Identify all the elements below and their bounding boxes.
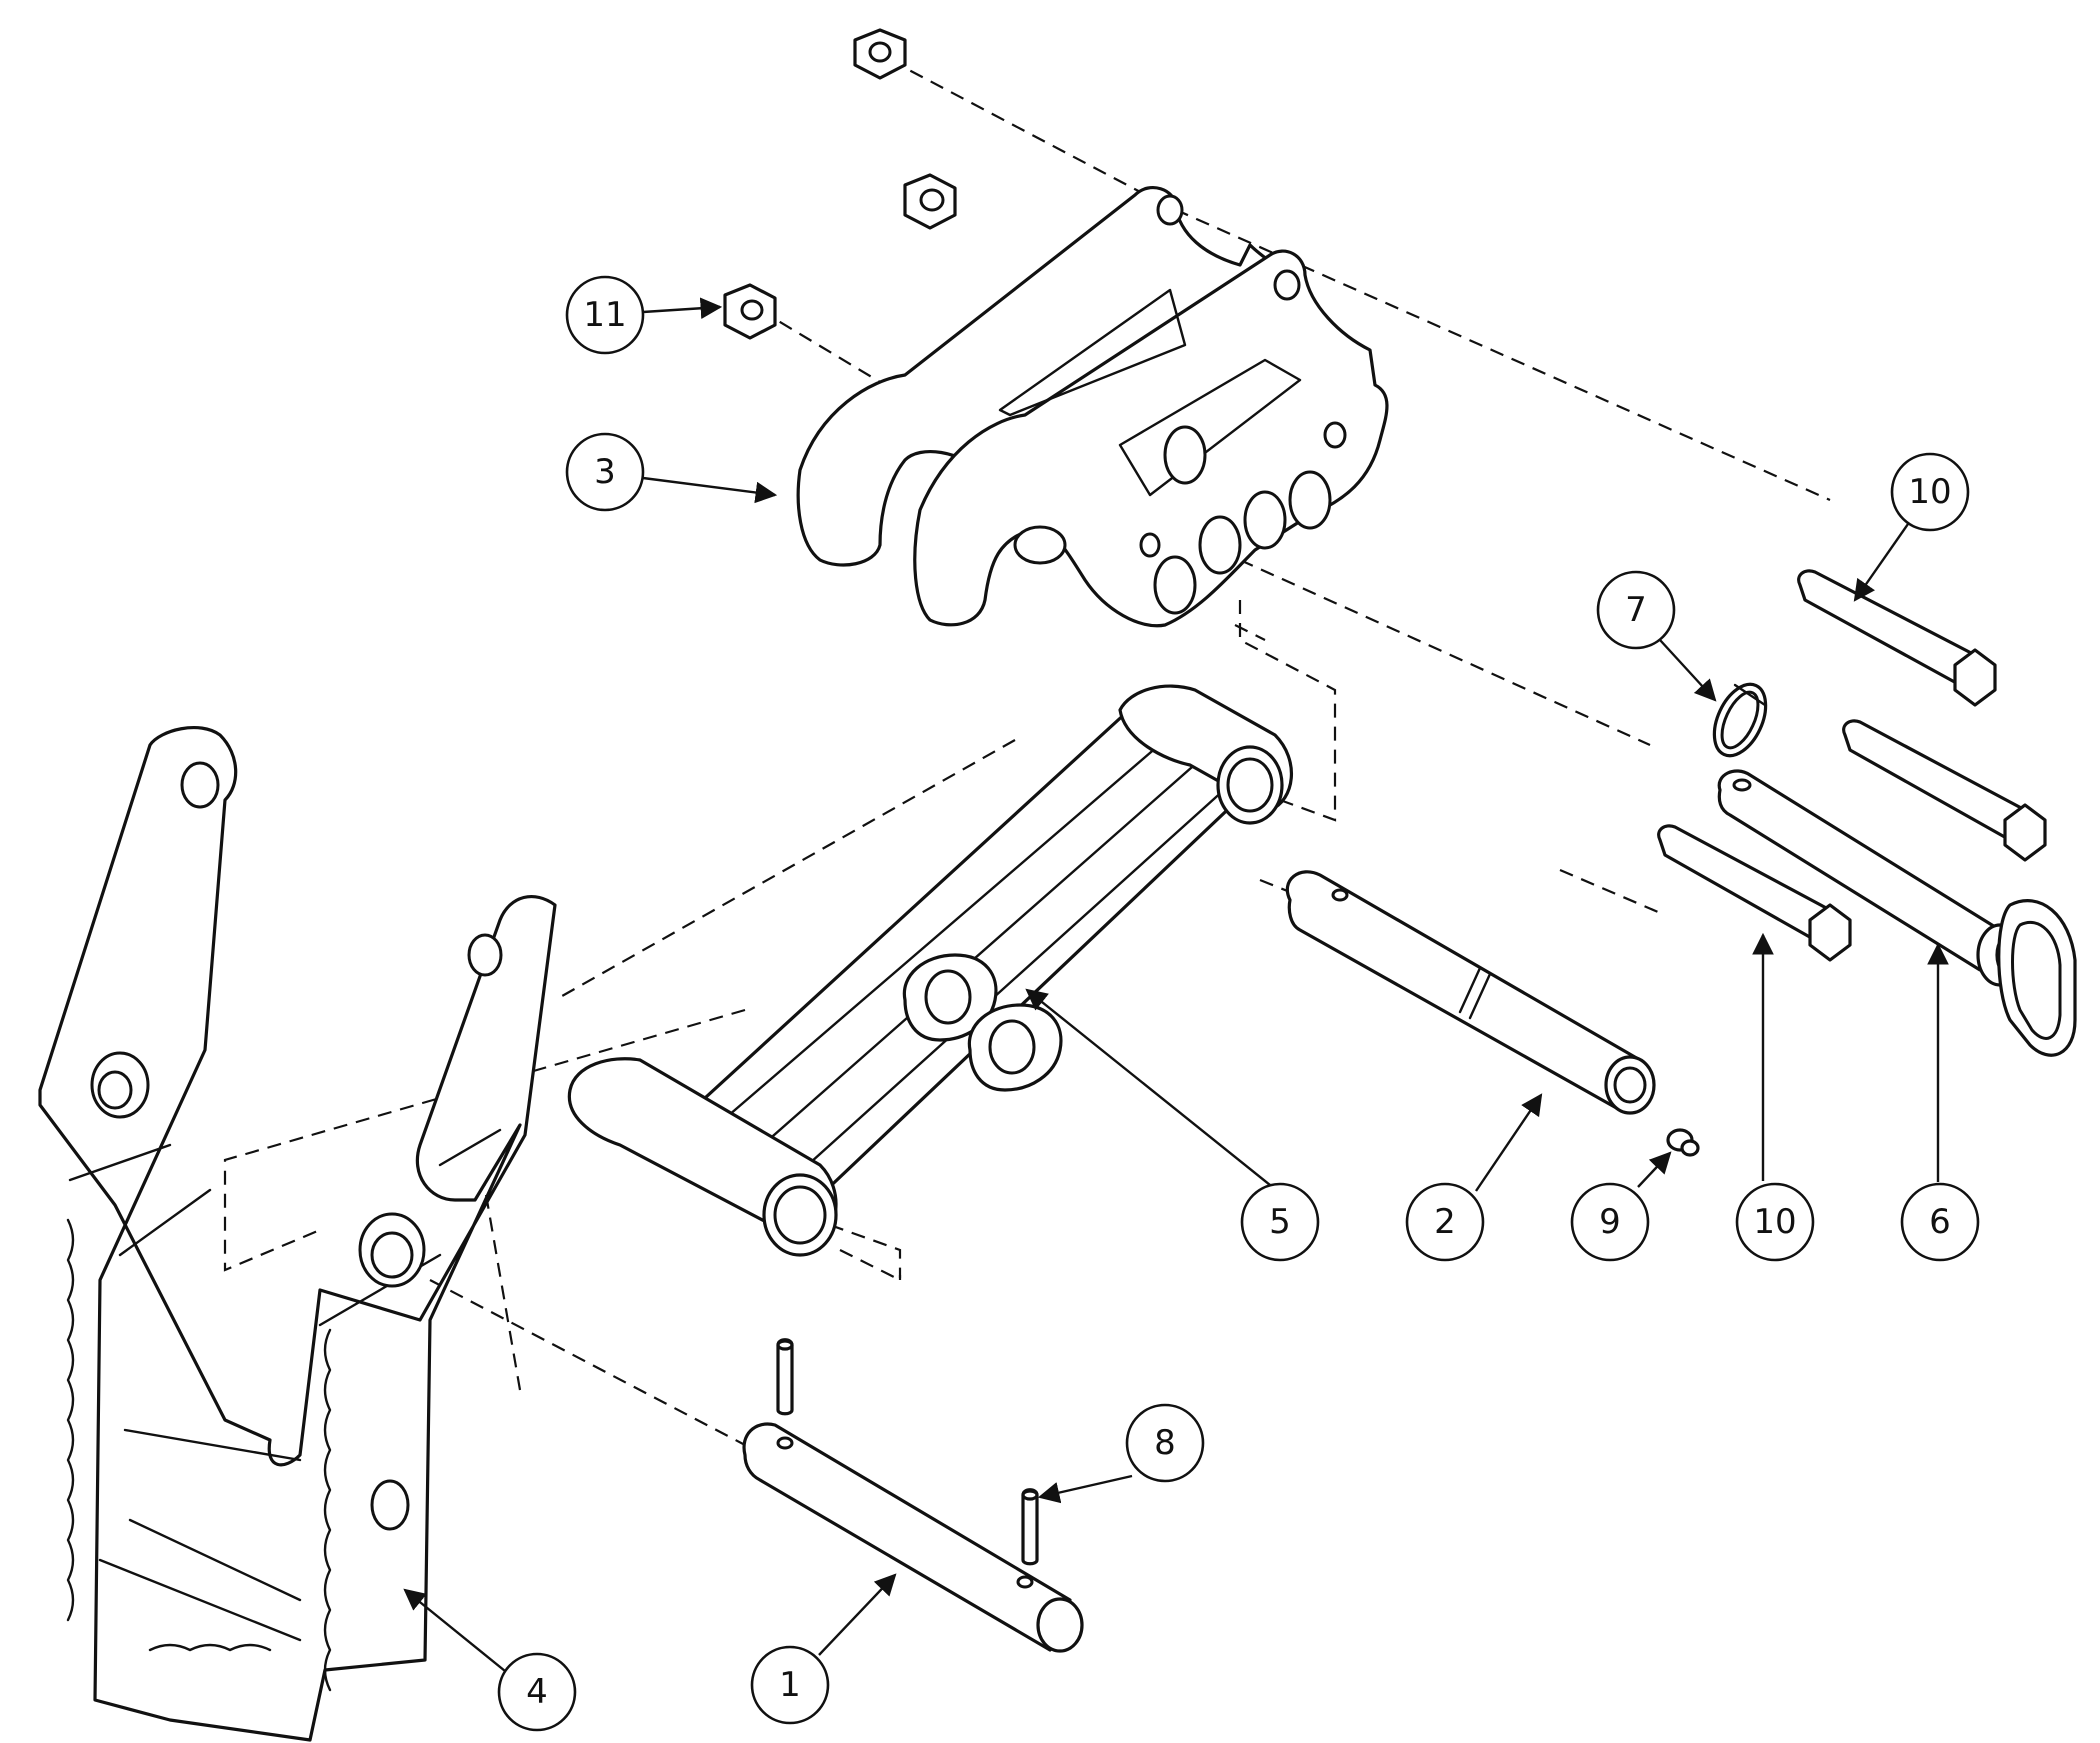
- item-balloon-5: 5: [1240, 1182, 1320, 1262]
- item-balloon-10-top: 10: [1890, 452, 1970, 532]
- svg-text:10: 10: [1908, 472, 1951, 512]
- svg-text:9: 9: [1599, 1202, 1621, 1242]
- mounting-arm-part-4: [38, 726, 557, 1742]
- item-balloon-6: 6: [1900, 1182, 1980, 1262]
- grease-fitting-part-9: [1666, 1128, 1700, 1157]
- coupler-bracket-part-3: [796, 186, 1389, 628]
- svg-text:6: 6: [1929, 1202, 1951, 1242]
- hex-nut-part-11: [723, 28, 957, 340]
- pin-part-1: [742, 1422, 1084, 1653]
- leader-lines: [403, 297, 1949, 1672]
- handle-pin-part-6: [1717, 769, 2077, 1057]
- item-balloon-2: 2: [1405, 1182, 1485, 1262]
- svg-text:5: 5: [1269, 1202, 1291, 1242]
- link-assembly-part-5: [567, 684, 1294, 1257]
- svg-text:8: 8: [1154, 1423, 1176, 1463]
- item-balloon-7: 7: [1596, 570, 1676, 650]
- item-balloon-11: 11: [565, 275, 645, 355]
- item-balloon-9: 9: [1570, 1182, 1650, 1262]
- item-balloon-3: 3: [565, 432, 645, 512]
- linch-pin-part-7: [1712, 682, 1768, 758]
- svg-text:11: 11: [583, 295, 626, 335]
- svg-text:7: 7: [1625, 590, 1647, 630]
- item-balloon-10-bottom: 10: [1735, 1182, 1815, 1262]
- svg-text:4: 4: [526, 1672, 548, 1712]
- svg-text:2: 2: [1434, 1202, 1456, 1242]
- item-balloon-8: 8: [1125, 1403, 1205, 1483]
- svg-text:1: 1: [779, 1665, 801, 1705]
- bolt-part-10: [1657, 569, 2047, 962]
- svg-text:3: 3: [594, 452, 616, 492]
- item-balloon-1: 1: [750, 1645, 830, 1725]
- roll-pin-part-8: [776, 1338, 1039, 1566]
- item-balloon-4: 4: [497, 1652, 577, 1732]
- pin-part-2: [1285, 870, 1656, 1115]
- svg-text:10: 10: [1753, 1202, 1796, 1242]
